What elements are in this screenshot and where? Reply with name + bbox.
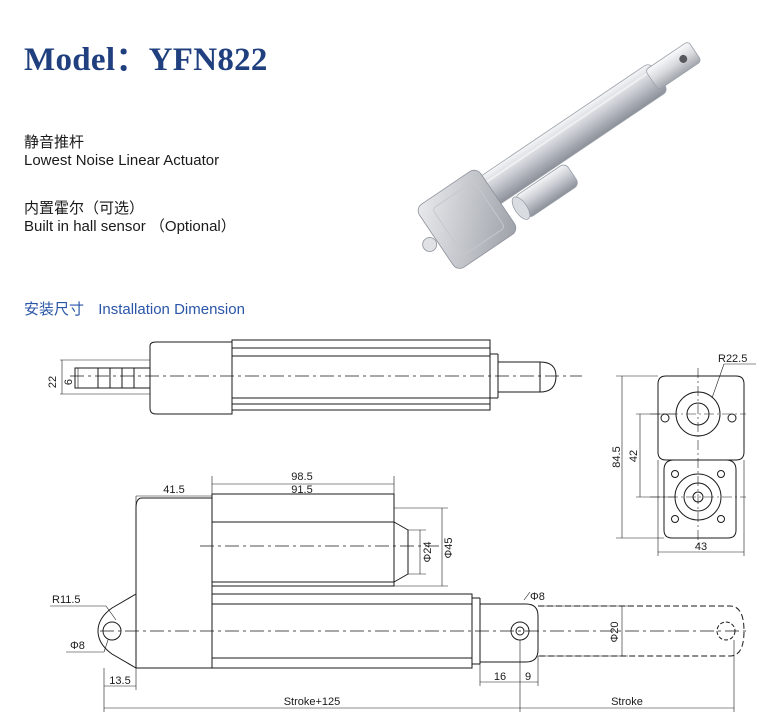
side-view xyxy=(50,476,750,712)
actuator-photo xyxy=(417,42,701,269)
feature-1-cn: 静音推杆 xyxy=(24,134,85,151)
dim-phi8-rod: Φ8 xyxy=(530,591,545,603)
section-heading-cn: 安装尺寸 xyxy=(24,301,85,318)
feature-2: 内置霍尔（可选） Built in hall sensor （Optional） xyxy=(24,200,236,236)
dim-41-5: 41.5 xyxy=(163,484,184,496)
dim-stroke: Stroke xyxy=(611,696,643,708)
dim-91-5: 91.5 xyxy=(291,484,312,496)
dim-43: 43 xyxy=(695,541,707,553)
dim-phi8-eye: Φ8 xyxy=(70,640,85,652)
dim-6: 6 xyxy=(63,379,75,385)
dim-phi24: Φ24 xyxy=(422,541,434,562)
dim-phi45: Φ45 xyxy=(443,537,455,558)
dim-16: 16 xyxy=(494,671,506,683)
section-heading: 安装尺寸 Installation Dimension xyxy=(24,298,245,319)
model-title: Model：YFN822 xyxy=(24,42,268,78)
dimension-drawing xyxy=(50,339,756,712)
feature-1: 静音推杆 Lowest Noise Linear Actuator xyxy=(24,134,219,170)
section-heading-en: Installation Dimension xyxy=(98,301,245,318)
dim-42: 42 xyxy=(628,450,640,462)
dim-9: 9 xyxy=(525,671,531,683)
dim-phi20: Φ20 xyxy=(609,621,621,642)
dim-r22-5: R22.5 xyxy=(718,353,747,365)
dim-98-5: 98.5 xyxy=(291,471,312,483)
dimension-labels: 22 6 R22.5 84.5 42 43 98.5 41.5 91.5 Φ24… xyxy=(47,353,747,708)
dim-r11-5: R11.5 xyxy=(52,594,81,606)
feature-2-en: Built in hall sensor （Optional） xyxy=(24,218,236,235)
feature-2-cn: 内置霍尔（可选） xyxy=(24,200,145,217)
feature-1-en: Lowest Noise Linear Actuator xyxy=(24,152,220,169)
top-view xyxy=(60,339,582,415)
dim-13-5: 13.5 xyxy=(109,675,130,687)
dim-stroke-125: Stroke+125 xyxy=(284,696,341,708)
dim-84-5: 84.5 xyxy=(611,446,623,467)
dim-22: 22 xyxy=(47,376,59,388)
end-view xyxy=(616,363,756,556)
